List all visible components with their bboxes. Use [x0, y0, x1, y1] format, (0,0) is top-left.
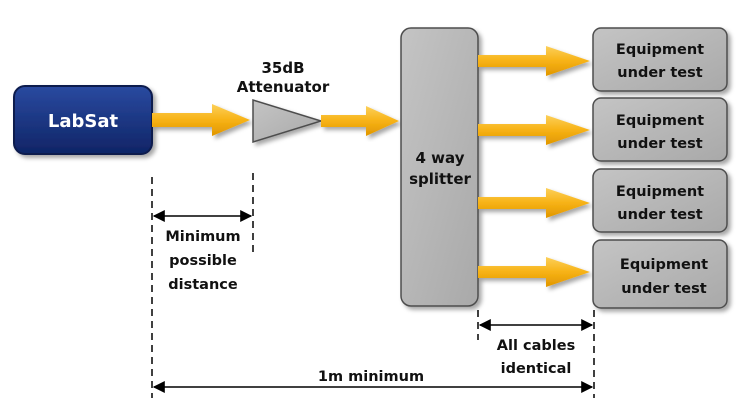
equipment-1-line1: Equipment — [616, 42, 704, 58]
min-distance-label-line1: Minimum — [165, 229, 240, 245]
equipment-3-line2: under test — [617, 207, 702, 223]
min-distance-label-line3: distance — [168, 277, 238, 293]
splitter-label-line1: 4 way — [416, 149, 465, 167]
attenuator-label-line2: Attenuator — [237, 78, 330, 96]
attenuator-label-line1: 35dB — [261, 59, 304, 77]
equipment-1-line2: under test — [617, 65, 702, 81]
equipment-under-test-2: Equipment under test — [592, 97, 728, 162]
cables-label-line1: All cables — [497, 338, 575, 354]
labsat-device: LabSat — [13, 85, 153, 155]
dimension-extension-lines — [151, 173, 595, 398]
equipment-under-test-4: Equipment under test — [592, 239, 728, 309]
equipment-4-line1: Equipment — [620, 257, 708, 273]
four-way-splitter: 4 way splitter — [400, 27, 479, 307]
equipment-under-test-1: Equipment under test — [592, 27, 728, 92]
equipment-2-line2: under test — [617, 136, 702, 152]
splitter-label-line2: splitter — [409, 170, 471, 188]
equipment-under-test-3: Equipment under test — [592, 168, 728, 233]
signal-arrow-attenuator-to-splitter — [321, 106, 399, 136]
equipment-2-line1: Equipment — [616, 113, 704, 129]
min-distance-label-line2: possible — [169, 253, 237, 269]
output-arrow-4 — [478, 257, 590, 287]
equipment-4-line2: under test — [621, 281, 706, 297]
output-arrows — [478, 46, 590, 287]
cables-label-line2: identical — [501, 361, 572, 377]
attenuator: 35dB Attenuator — [237, 59, 330, 144]
output-arrow-2 — [478, 115, 590, 145]
signal-arrow-labsat-to-attenuator — [152, 104, 250, 136]
dimension-arrows — [152, 210, 594, 393]
equipment-3-line1: Equipment — [616, 184, 704, 200]
total-distance-label: 1m minimum — [318, 369, 424, 385]
output-arrow-1 — [478, 46, 590, 76]
labsat-label: LabSat — [48, 111, 119, 132]
output-arrow-3 — [478, 188, 590, 218]
